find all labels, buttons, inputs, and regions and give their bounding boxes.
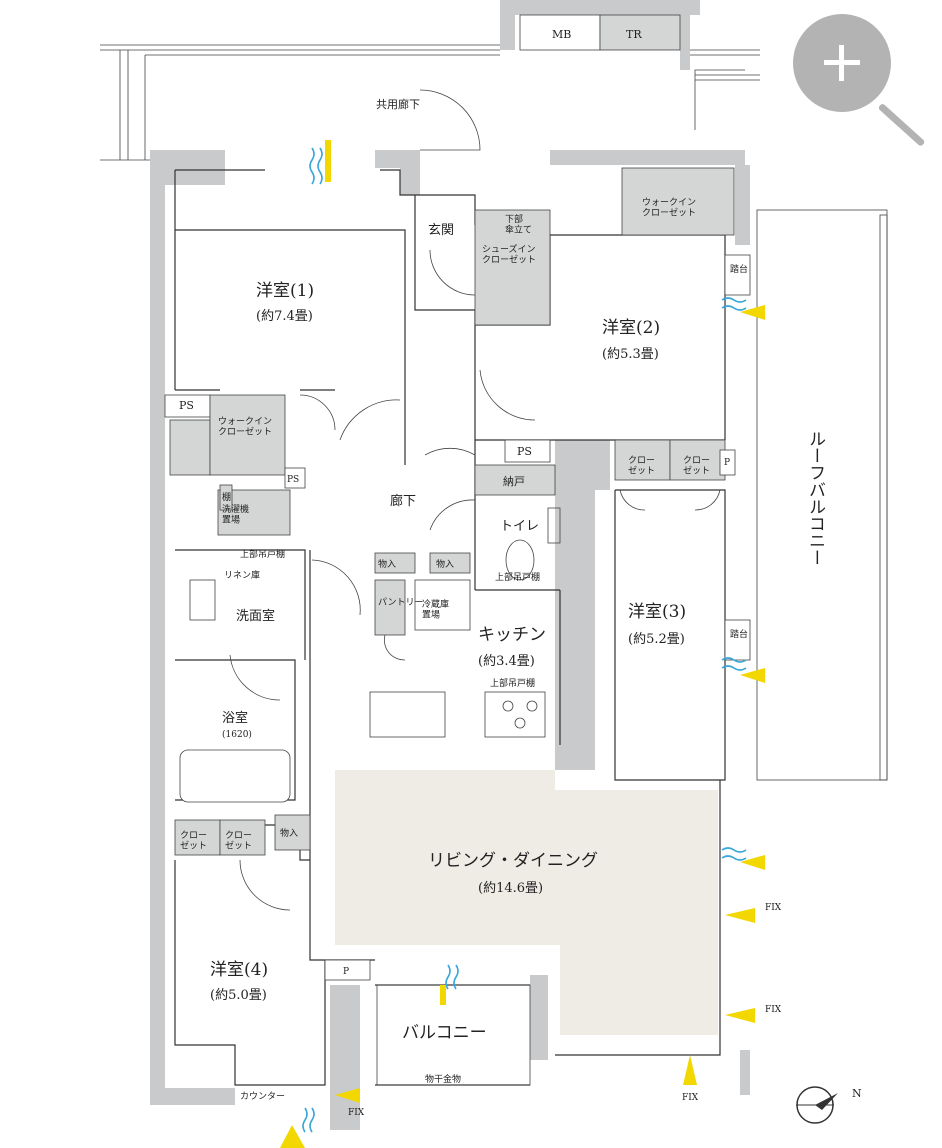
counter-label: カウンター [240,1091,285,1102]
bedroom2-name: 洋室(2) [602,318,660,338]
storage-hall-2-label: 物入 [436,558,454,570]
bath-size: (1620) [222,729,252,740]
storage-4-label: 物入 [280,827,298,839]
living-size: (約14.6畳) [478,881,543,896]
tr-label: TR [626,28,642,41]
compass [796,1086,838,1124]
shoes-closet-label: シューズインクローゼット [482,243,536,265]
ps-label-1: PS [179,399,194,412]
drying-rack-label: 物干金物 [425,1073,461,1085]
bedroom3-name: 洋室(3) [628,602,686,622]
closet-4a [174,819,221,856]
fix-label-3: FIX [682,1093,699,1103]
ps-label-2: PS [517,445,532,458]
walkin-closet-1-label: ウォークインクローゼット [218,416,272,437]
pantry [374,579,406,636]
zoom-in-button[interactable] [793,14,891,112]
step-label-2: 踏台 [730,263,748,275]
upper-shelf-label-toilet: 上部吊戸棚 [495,571,540,583]
living-dining-floor [335,770,718,1035]
storage-hall-1 [374,552,416,574]
walkin-closet-1a [169,419,211,476]
fix-label-2: FIX [765,1005,782,1015]
balcony-label: バルコニー [402,1023,487,1043]
bathtub [179,749,291,803]
walkin-closet-2 [621,167,735,236]
step-box-3 [724,619,751,661]
step-label-3: 踏台 [730,628,748,640]
storage-hall-2 [429,552,471,574]
roof-balcony-area [756,209,888,781]
fix-label-4: FIX [348,1108,365,1118]
linen-label: リネン庫 [224,569,260,581]
stove [484,691,546,738]
fridge-label: 冷蔵庫置場 [422,598,449,620]
p-box-4 [324,959,371,981]
fixtures [164,167,751,981]
living-name: リビング・ダイニング [428,851,598,871]
shelf-box [219,484,233,511]
washroom-label: 洗面室 [236,608,275,624]
ps-box-2 [504,439,551,463]
toilet-label: トイレ [500,519,539,534]
wash-basin [189,579,216,621]
roof-balcony-label: ルーフバルコニー [805,430,825,566]
toilet-fixture [505,507,561,581]
p-box-3 [719,449,736,476]
bedroom1-name: 洋室(1) [256,281,314,301]
entrance-label: 玄関 [428,223,454,238]
fix-label-1: FIX [765,903,782,913]
mb-box [519,14,601,51]
walkin-closet-1 [209,394,286,476]
upper-shelf-label-1: 上部吊戸棚 [240,548,285,560]
closet-3a-label: クローゼット [628,455,655,476]
ps-box-laundry [284,467,306,489]
stove-burners [502,700,538,729]
p-label-3: P [724,458,730,468]
closet-4a-label: クローゼット [180,830,207,851]
laundry-label: 洗濯機置場 [222,503,249,525]
kitchen-size: (約3.4畳) [478,654,535,669]
bedroom4-name: 洋室(4) [210,960,268,980]
closet-3a [614,439,671,481]
shelf-label: 棚 [222,491,231,503]
sink [369,691,446,738]
umbrella-label: 下部傘立て [505,213,532,235]
corridor-rails [100,44,760,161]
labels: MB TR 共用廊下 洋室(1) (約7.4畳) 玄関 洋室(2) (約5.3畳… [179,28,862,1118]
common-corridor-label: 共用廊下 [376,97,420,111]
storage-hall-1-label: 物入 [378,558,396,570]
hallway-label: 廊下 [390,493,416,509]
bedroom1-size: (約7.4畳) [256,309,313,324]
storage-4 [274,814,311,851]
bath-name: 浴室 [222,710,248,726]
walkin-closet-2-label: ウォークインクローゼット [642,197,696,218]
fridge-space [414,579,471,631]
closet-4b-label: クローゼット [225,830,252,851]
window-markers [280,140,765,1148]
nando [474,464,556,496]
nando-label: 納戸 [503,475,525,488]
kitchen-name: キッチン [478,625,546,645]
door-swings [229,89,721,911]
p-label-4: P [343,967,349,977]
mb-label: MB [552,28,571,41]
shoes-closet [474,209,551,326]
ps-label-laundry: PS [287,475,299,485]
plus-icon-vertical [839,45,844,81]
pantry-label: パントリー [378,597,423,608]
compass-north-label: N [852,1087,862,1100]
outer-walls [150,0,750,1130]
step-box-2 [724,254,751,296]
closet-3b-label: クローゼット [683,455,710,476]
upper-shelf-label-kitchen: 上部吊戸棚 [490,677,535,689]
tr-box [599,14,681,51]
bedroom3-size: (約5.2畳) [628,632,685,647]
bedroom4-size: (約5.0畳) [210,988,267,1003]
bedroom2-size: (約5.3畳) [602,347,659,362]
closet-4b [219,819,266,856]
